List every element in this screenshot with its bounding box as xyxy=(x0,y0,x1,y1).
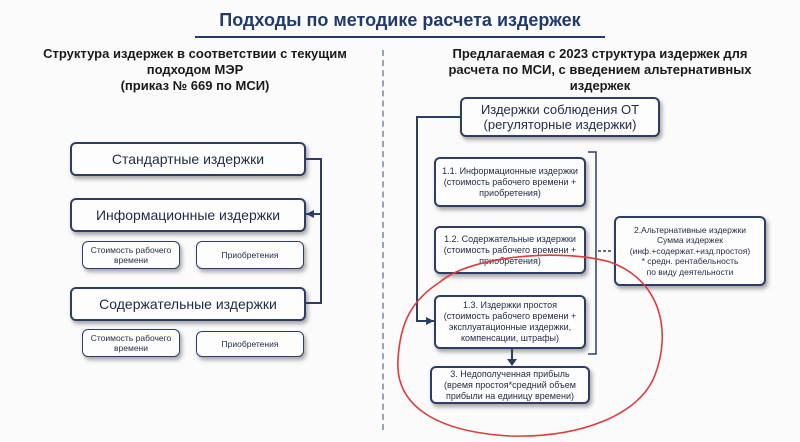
compliance-costs-line: Издержки соблюдения ОТ xyxy=(480,102,640,117)
info-purchases-label: Приобретения xyxy=(221,250,279,260)
left-heading-line: подходом МЭР xyxy=(146,62,244,77)
box-1-1-line: 1.1. Информационные издержки xyxy=(442,165,578,176)
connector xyxy=(306,302,322,304)
box-2-line: (инф.+содержат.+изд.простоя) xyxy=(629,245,751,256)
box-3: 3. Недополученная прибыль (время простоя… xyxy=(430,366,590,404)
bracket xyxy=(588,151,597,355)
left-heading-line: Структура издержек в соответствии с теку… xyxy=(43,46,347,61)
title-underline xyxy=(195,36,605,38)
left-heading-line: (приказ № 669 по МСИ) xyxy=(120,78,270,93)
connector xyxy=(306,158,322,160)
box-1-2-line: приобретения) xyxy=(479,255,541,266)
box-2-line: * средн. рентабельность xyxy=(641,256,739,267)
right-heading: Предлагаемая с 2023 структура издержек д… xyxy=(410,46,790,94)
box-1-3-line: эксплуатационные издержки, xyxy=(448,322,572,332)
slide-title: Подходы по методике расчета издержек xyxy=(219,10,581,30)
box-3-line: прибыли на единицу времени) xyxy=(445,390,574,401)
box-1-3-line: компенсации, штрафы) xyxy=(460,333,560,343)
box-1-1: 1.1. Информационные издержки (стоимость … xyxy=(434,157,586,207)
compliance-costs-line: (регуляторные издержки) xyxy=(483,117,637,132)
standard-costs-box: Стандартные издержки xyxy=(70,142,306,176)
info-work-time-box: Стоимость рабочего времени xyxy=(82,241,180,269)
standard-costs-label: Стандартные издержки xyxy=(111,151,265,167)
arrowhead xyxy=(507,359,517,366)
right-heading-line: издержек xyxy=(569,78,631,93)
right-heading-line: Предлагаемая с 2023 структура издержек д… xyxy=(452,46,748,61)
column-divider xyxy=(382,50,384,430)
box-2: 2.Альтернативные издержки Сумма издержек… xyxy=(614,216,766,286)
box-3-line: 3. Недополученная прибыль xyxy=(450,368,570,379)
red-annotation-ellipse xyxy=(397,254,663,437)
box-1-3-line: 1.3. Издержки простоя xyxy=(463,300,557,310)
box-1-1-line: (стоимость рабочего времени + xyxy=(443,176,577,187)
content-purchases-label: Приобретения xyxy=(221,339,279,349)
box-1-1-line: приобретения) xyxy=(479,187,541,198)
arrowhead xyxy=(426,317,434,325)
box-2-line: 2.Альтернативные издержки xyxy=(633,224,747,235)
info-purchases-box: Приобретения xyxy=(196,241,304,269)
box-1-2: 1.2. Содержательные издержки (стоимость … xyxy=(434,226,586,274)
connector xyxy=(416,116,418,322)
left-heading: Структура издержек в соответствии с теку… xyxy=(30,46,360,94)
box-1-3: 1.3. Издержки простоя (стоимость рабочег… xyxy=(434,295,586,349)
connector xyxy=(416,320,434,322)
box-1-2-line: 1.2. Содержательные издержки xyxy=(444,233,576,244)
connector xyxy=(416,116,460,118)
box-3-line: (время простоя*средний объем xyxy=(444,379,576,390)
connector xyxy=(511,349,513,361)
informational-costs-box: Информационные издержки xyxy=(70,198,306,232)
compliance-costs-box: Издержки соблюдения ОТ (регуляторные изд… xyxy=(460,97,660,137)
box-2-line: Сумма издержек xyxy=(656,235,724,246)
content-costs-box: Содержательные издержки xyxy=(70,287,306,321)
info-work-time-label: Стоимость рабочего времени xyxy=(90,245,172,265)
box-1-3-line: (стоимость рабочего времени + xyxy=(443,311,577,321)
box-1-2-line: (стоимость рабочего времени + xyxy=(443,244,577,255)
connector xyxy=(320,158,322,304)
content-purchases-box: Приобретения xyxy=(196,331,304,357)
arrowhead xyxy=(306,210,314,218)
content-costs-label: Содержательные издержки xyxy=(99,296,277,312)
right-heading-line: расчета по МСИ, с введением альтернативн… xyxy=(448,62,752,77)
content-work-time-box: Стоимость рабочего времени xyxy=(82,329,180,357)
box-2-line: по виду деятельности xyxy=(646,266,734,277)
informational-costs-label: Информационные издержки xyxy=(95,207,281,223)
content-work-time-label: Стоимость рабочего времени xyxy=(90,333,172,353)
